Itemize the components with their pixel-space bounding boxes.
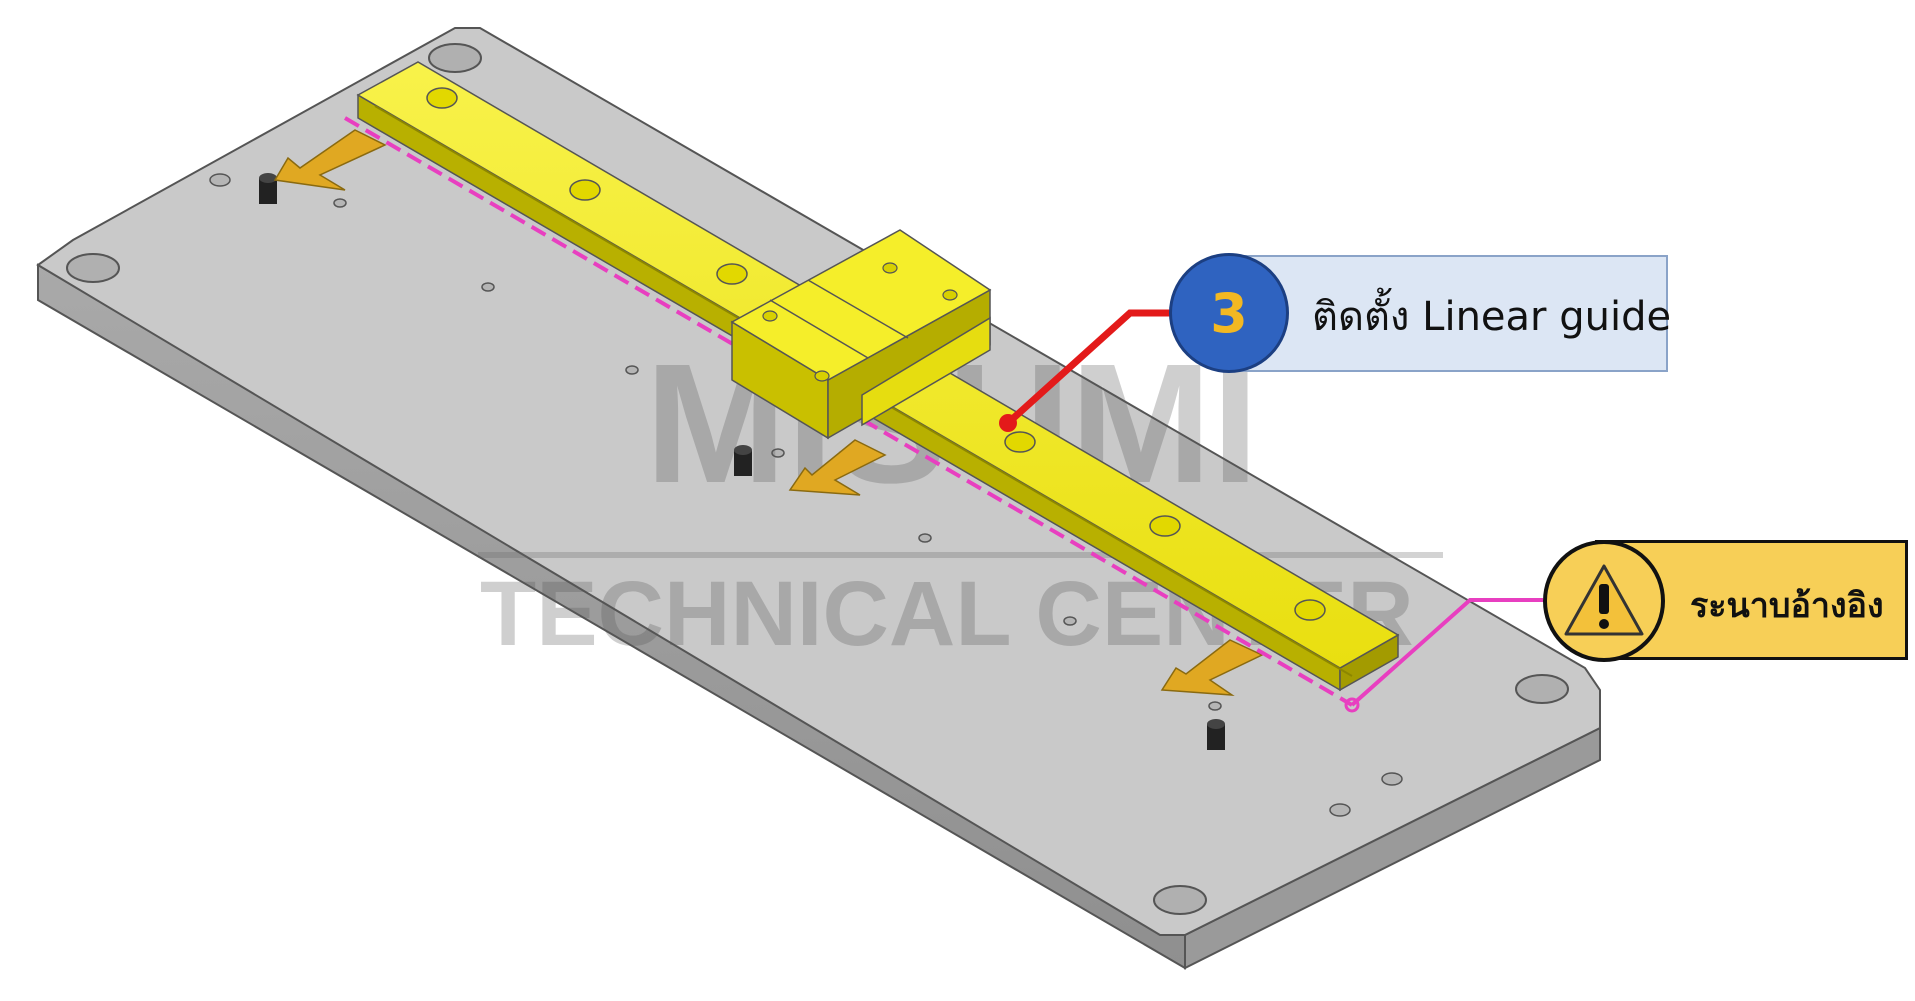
small-hole [1381, 772, 1403, 786]
block-top-face [730, 229, 992, 381]
block-end-seal [861, 316, 991, 427]
push-direction-arrow-icon [273, 129, 387, 191]
rail-hole [569, 179, 601, 201]
dowel-pin [259, 173, 277, 204]
rail-hole [1004, 431, 1036, 453]
small-hole [918, 533, 932, 543]
push-direction-arrow-icon [1160, 639, 1264, 696]
dowel-pins [259, 173, 1225, 750]
warning-badge [1543, 540, 1665, 662]
push-direction-arrow-icon [788, 439, 887, 496]
small-hole [1063, 616, 1077, 626]
small-hole [333, 198, 347, 208]
step-badge: 3 [1169, 253, 1289, 373]
corner-hole [66, 253, 120, 283]
reference-leader-line [1350, 598, 1543, 707]
rail-hole [1294, 599, 1326, 621]
corner-holes [66, 43, 1569, 915]
reference-callout-label: ระนาบอ้างอิง [1690, 586, 1884, 626]
reference-leader-dot [1344, 697, 1360, 713]
small-holes [209, 173, 1403, 817]
small-hole [771, 448, 785, 458]
rail-hole [1149, 515, 1181, 537]
corner-hole [1515, 674, 1569, 704]
small-hole [1208, 701, 1222, 711]
warning-icon [1564, 564, 1644, 636]
block-bolt-hole [942, 289, 958, 301]
step-callout-box [1240, 255, 1668, 372]
rail-hole [426, 87, 458, 109]
small-hole [1329, 803, 1351, 817]
corner-hole [1153, 885, 1207, 915]
push-direction-arrows [273, 129, 1264, 696]
step-callout-label: ติดตั้ง Linear guide [1312, 294, 1672, 340]
rail-holes [426, 87, 1326, 621]
step-number: 3 [1210, 281, 1248, 345]
small-hole [209, 173, 231, 187]
watermark-rule [478, 552, 1443, 558]
small-hole [481, 282, 495, 292]
block-bolt-hole [762, 310, 778, 322]
rail-hole [716, 263, 748, 285]
step-leader-dot [999, 414, 1017, 432]
block-bolt-hole [882, 262, 898, 274]
guide-block [730, 229, 992, 440]
small-hole [625, 365, 639, 375]
dowel-pin [1207, 719, 1225, 750]
corner-hole [428, 43, 482, 73]
block-bolt-hole [814, 370, 830, 382]
dowel-pin [734, 445, 752, 476]
